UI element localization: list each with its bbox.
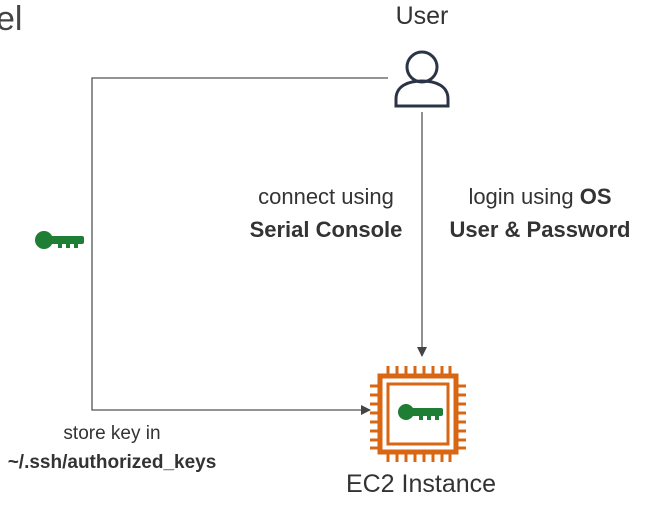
store-key-path [91,77,388,415]
store-note-line2: ~/.ssh/authorized_keys [7,452,217,473]
store-note-line1: store key in [63,423,161,444]
page-title-fragment: el [0,0,23,38]
key-in-chip-icon [398,404,443,420]
login-note-line1: login using OS [450,186,631,208]
connect-note-line2: Serial Console [249,217,403,242]
login-note: login using OS User & Password [450,186,631,241]
user-label: User [395,2,449,30]
connect-note: connect using Serial Console [250,186,403,241]
login-note-prefix: login using [468,184,580,209]
connect-note-line1: connect using [258,184,394,209]
store-note: store key in ~/.ssh/authorized_keys [8,424,217,472]
login-note-bold: OS [579,184,612,209]
user-icon [394,50,450,108]
ec2-label: EC2 Instance [345,470,497,498]
login-note-line2: User & Password [449,217,631,242]
ec2-chip-icon [370,366,466,462]
key-icon [35,231,84,249]
